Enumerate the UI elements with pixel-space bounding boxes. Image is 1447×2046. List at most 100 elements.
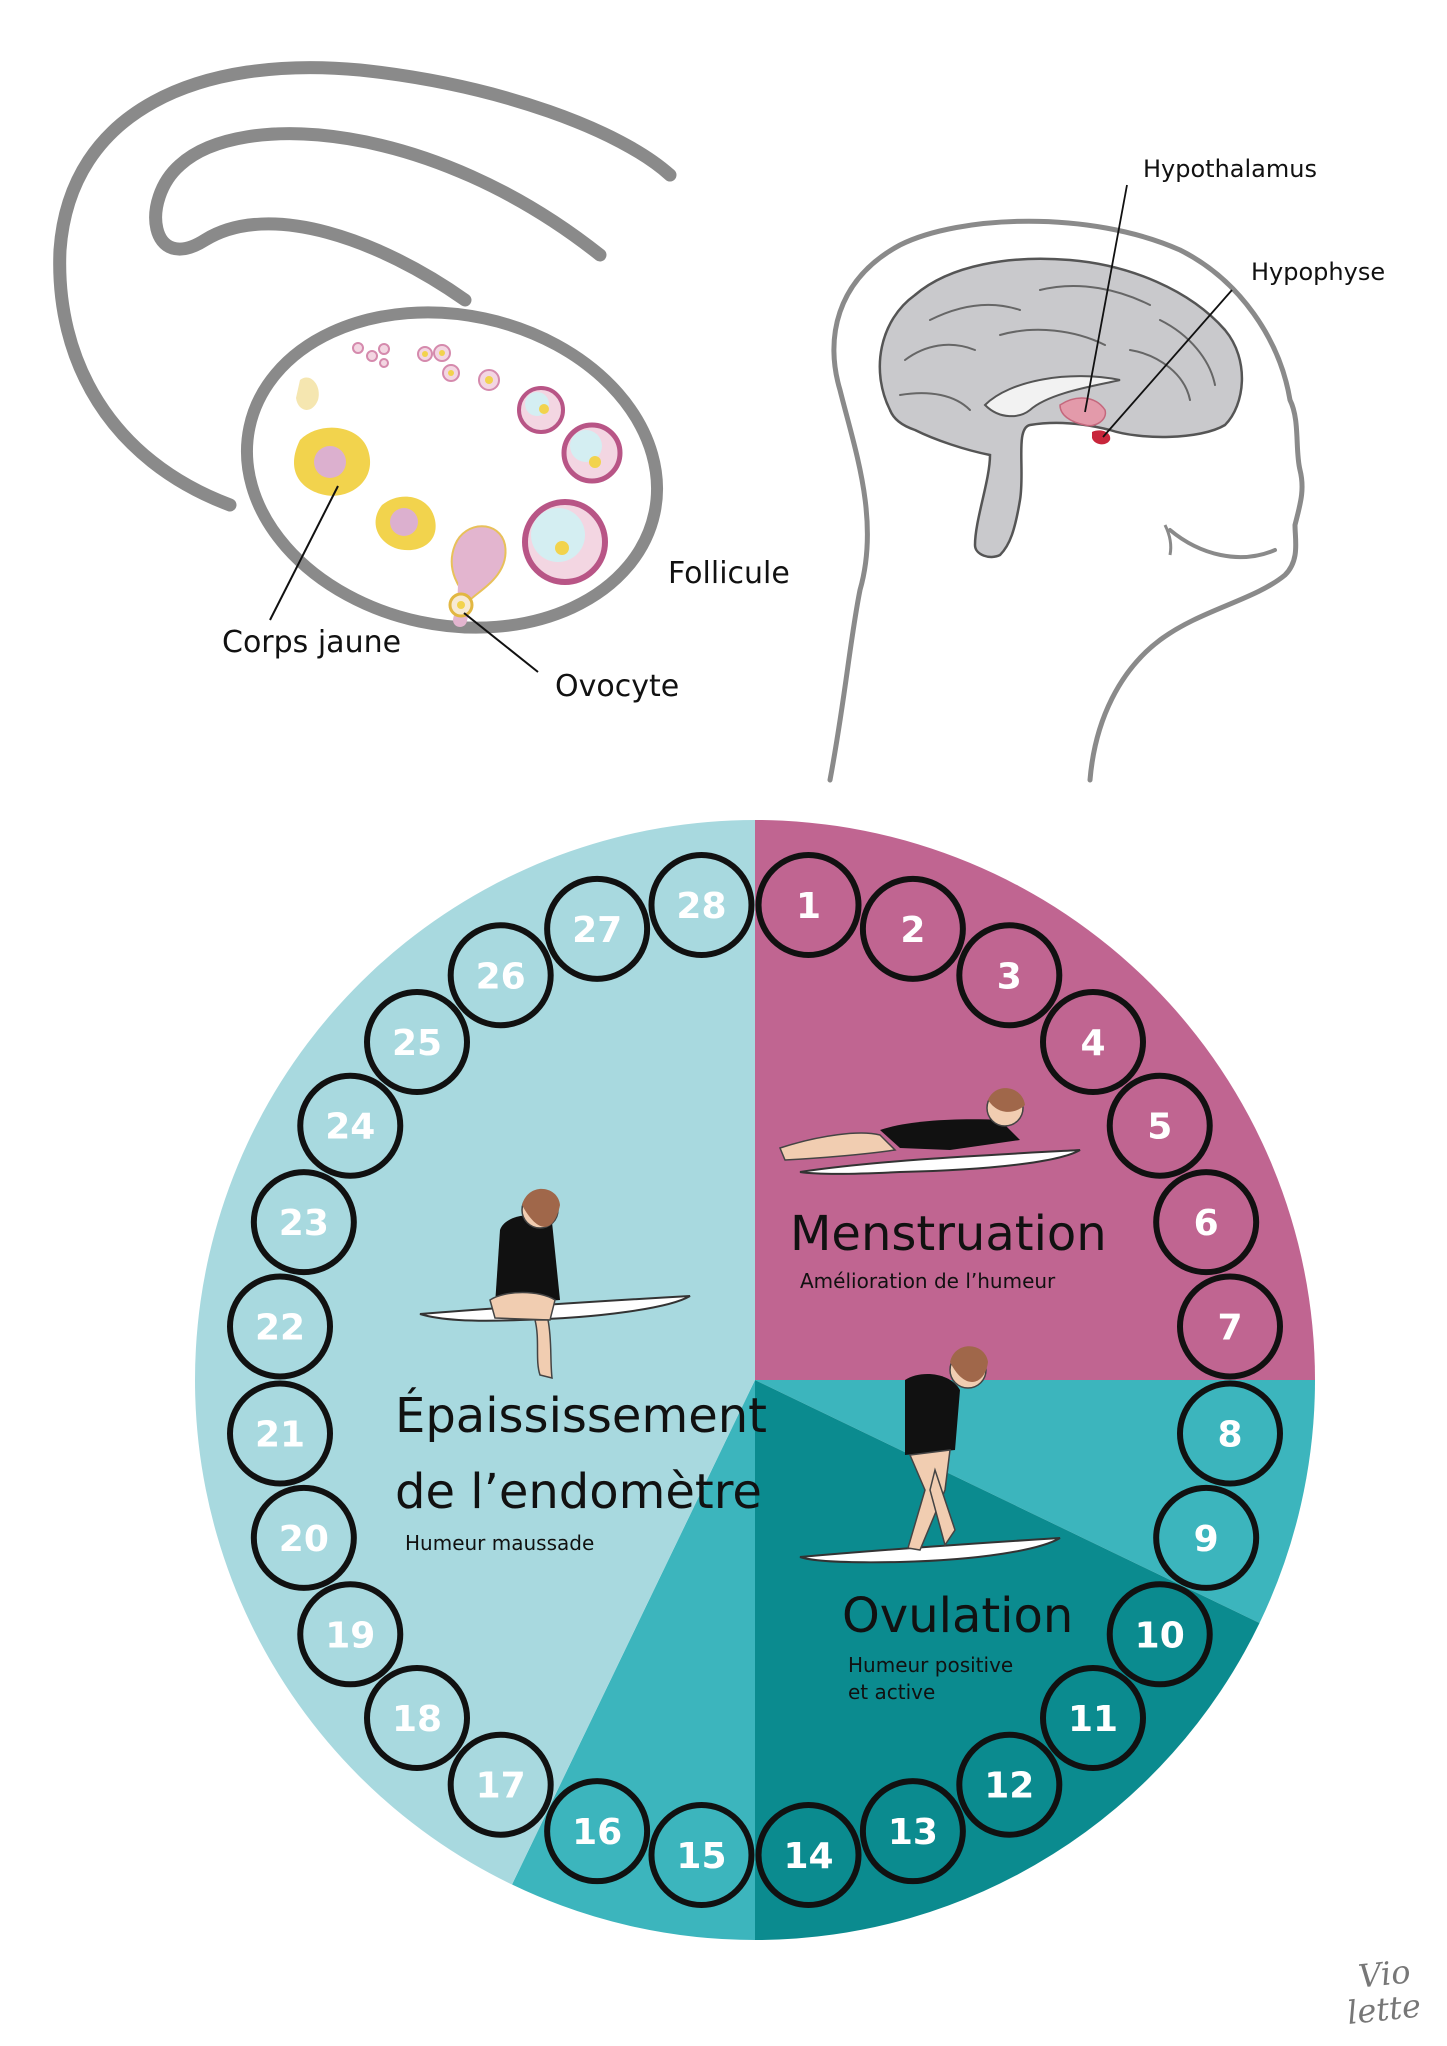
day-circle <box>227 1273 334 1380</box>
day-number: 20 <box>279 1519 329 1560</box>
growing-follicles <box>517 386 623 585</box>
ovulation-text-block: Ovulation Humeur positive et active <box>842 1588 1073 1704</box>
day-circle <box>297 1072 404 1179</box>
day-circle <box>956 1731 1063 1838</box>
hypophyse-label: Hypophyse <box>1251 258 1385 286</box>
day-number: 3 <box>997 956 1022 997</box>
phase-sectors <box>194 820 1316 1940</box>
day-marker: 11 <box>1039 1664 1146 1771</box>
day-marker: 4 <box>1039 989 1146 1096</box>
day-circle <box>297 1581 404 1688</box>
day-marker: 10 <box>1106 1581 1213 1688</box>
day-circle <box>364 1664 471 1771</box>
fallopian-tube-outer <box>53 61 677 512</box>
day-circle <box>859 1778 966 1885</box>
day-circle <box>1176 1273 1283 1380</box>
day-marker: 1 <box>755 852 862 959</box>
ovocyte-leader <box>463 612 539 673</box>
day-marker: 28 <box>648 852 755 959</box>
ovulation-mood-line1: Humeur positive <box>848 1653 1013 1677</box>
day-number: 5 <box>1147 1107 1172 1148</box>
day-number: 6 <box>1194 1203 1219 1244</box>
day-circle <box>755 1801 862 1908</box>
day-marker: 14 <box>755 1801 862 1908</box>
day-circle <box>1106 1581 1213 1688</box>
day-number: 18 <box>392 1699 442 1740</box>
day-number: 13 <box>888 1812 938 1853</box>
day-number: 1 <box>796 886 821 927</box>
day-circle <box>648 1801 755 1908</box>
day-circle <box>648 852 755 959</box>
day-number: 24 <box>325 1107 375 1148</box>
artist-signature: Vio lette <box>1345 1952 1422 2032</box>
primordial-follicles <box>352 342 500 391</box>
day-circle <box>755 852 862 959</box>
corps-jaune-leader <box>269 485 339 621</box>
day-circle <box>1039 989 1146 1096</box>
day-marker: 23 <box>250 1169 357 1276</box>
day-circle <box>1176 1380 1283 1487</box>
day-circle <box>1039 1664 1146 1771</box>
day-number: 16 <box>572 1812 622 1853</box>
day-circles: 1234567891011121314151617181920212223242… <box>227 852 1283 1908</box>
day-number: 22 <box>255 1307 305 1348</box>
day-number: 28 <box>676 886 726 927</box>
day-marker: 15 <box>648 1801 755 1908</box>
day-number: 17 <box>476 1766 526 1807</box>
day-number: 8 <box>1217 1415 1242 1456</box>
thickening-title-line2: de l’endomètre <box>395 1464 762 1520</box>
day-marker: 21 <box>227 1380 334 1487</box>
day-marker: 12 <box>956 1731 1063 1838</box>
head-outline <box>827 218 1305 783</box>
fallopian-tube-inner <box>149 127 607 307</box>
day-circle <box>447 922 554 1029</box>
day-marker: 17 <box>447 1731 554 1838</box>
day-marker: 3 <box>956 922 1063 1029</box>
day-circle <box>447 1731 554 1838</box>
day-number: 23 <box>279 1203 329 1244</box>
surfer-sitting-figure <box>419 1188 691 1379</box>
day-number: 15 <box>676 1836 726 1877</box>
menstruation-text-block: Menstruation Amélioration de l’humeur <box>790 1206 1107 1293</box>
thickening-text-block: Épaississement de l’endomètre Humeur mau… <box>395 1387 767 1555</box>
day-circle <box>227 1380 334 1487</box>
day-number: 10 <box>1135 1615 1185 1656</box>
ruptured-follicle <box>448 525 507 627</box>
day-marker: 27 <box>544 875 651 982</box>
day-circle <box>1153 1169 1260 1276</box>
head-brain-diagram: Hypothalamus Hypophyse <box>827 155 1385 783</box>
ovulation-title: Ovulation <box>842 1588 1073 1644</box>
ovocyte-label: Ovocyte <box>555 669 679 704</box>
ovulation-mood-line2: et active <box>848 1680 935 1704</box>
day-marker: 13 <box>859 1778 966 1885</box>
day-marker: 6 <box>1153 1169 1260 1276</box>
day-circle <box>544 1778 651 1885</box>
day-marker: 25 <box>364 989 471 1096</box>
signature-line2: lette <box>1345 1986 1422 2032</box>
day-marker: 9 <box>1153 1484 1260 1591</box>
hypothalamus-leader <box>1084 184 1128 413</box>
day-number: 27 <box>572 910 622 951</box>
follicule-label: Follicule <box>668 556 790 591</box>
day-marker: 26 <box>447 922 554 1029</box>
hypophyse-leader <box>1102 289 1233 438</box>
day-circle <box>1153 1484 1260 1591</box>
day-number: 21 <box>255 1415 305 1456</box>
day-marker: 8 <box>1176 1380 1283 1487</box>
surfer-lying-figure <box>778 1088 1081 1175</box>
day-circle <box>250 1169 357 1276</box>
day-circle <box>956 922 1063 1029</box>
day-circle <box>859 875 966 982</box>
menstruation-title: Menstruation <box>790 1206 1107 1262</box>
day-marker: 2 <box>859 875 966 982</box>
day-circle <box>364 989 471 1096</box>
day-number: 14 <box>783 1836 833 1877</box>
day-number: 7 <box>1217 1307 1242 1348</box>
ovary-diagram: Follicule Corps jaune Ovocyte <box>53 61 790 704</box>
day-marker: 19 <box>297 1581 404 1688</box>
corps-jaune-label: Corps jaune <box>222 625 401 660</box>
hypothalamus-label: Hypothalamus <box>1143 155 1317 183</box>
day-marker: 16 <box>544 1778 651 1885</box>
mouth-line <box>1168 528 1277 559</box>
